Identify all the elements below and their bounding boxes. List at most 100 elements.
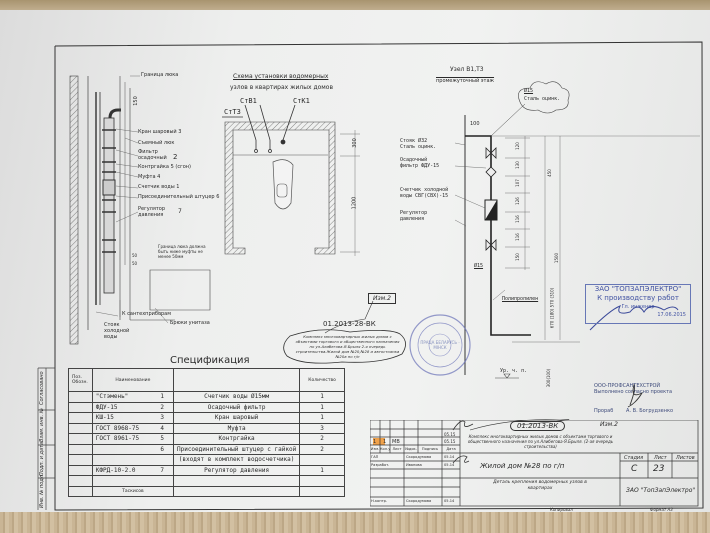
person-name-3: Скородумова [406, 499, 432, 503]
spec-row [68, 475, 345, 487]
revision-note: Комплекс многоквартирных жилых домов с о… [295, 334, 400, 359]
spec-pos: 1 [160, 393, 164, 401]
title-block-rev-mark: Изм.2 [600, 421, 618, 428]
person-name-2: Иванова [406, 463, 422, 467]
node-label-filter-2: фильтр ФДУ-15 [400, 163, 440, 169]
dim-50b: 50 [132, 261, 138, 266]
drawing-title: Деталь крепления водомерных узлов в квар… [493, 480, 587, 491]
spec-cell-blank [68, 475, 93, 487]
spec-qty: 3 [299, 422, 345, 434]
revision-cloud [283, 329, 406, 364]
spec-name: Контргайка [172, 433, 301, 445]
spec-qty: 1 [299, 401, 345, 413]
spec-pos: 4 [160, 424, 164, 432]
dim-126: 126 [514, 197, 520, 205]
spec-code-cell: КШ-15 3 [91, 412, 174, 424]
spec-code-cell: "Стэмень"1 [91, 391, 174, 403]
col-sign: Подпись [421, 447, 439, 451]
dim-1500: 1500 [554, 252, 560, 264]
pos-4: 4 [157, 174, 161, 180]
scheme-title-1: Схема установки водомерных [233, 73, 329, 80]
col-date: Дата [446, 447, 456, 451]
label-locknut: Контргайка [138, 164, 169, 170]
rev-kol: 1 [383, 439, 387, 445]
spec-name: (входят в комплект водосчетчика) [172, 454, 301, 466]
spec-code: КШ-15 [95, 414, 114, 422]
spec-name: Кран шаровый [172, 412, 301, 424]
spec-row: (входят в комплект водосчетчика) [68, 454, 345, 466]
header-qty: Количество [299, 368, 345, 392]
label-toilet-trunk: Брюки унитаза [170, 320, 210, 326]
copied-label: Копировал [550, 507, 573, 512]
spec-name: Осадочный фильтр [172, 401, 301, 413]
rev-date-2: 05.15 [444, 439, 456, 444]
label-fitting: Присоединительный штуцер [138, 194, 215, 200]
pos-1: 1 [176, 184, 180, 190]
spec-cell-blank [68, 422, 93, 434]
spec-code: ГОСТ 8968-75 [95, 424, 140, 432]
contractor-note: Выполнено согласно проекта [594, 389, 673, 395]
rev-izm: 1 [373, 439, 377, 445]
stage-value: С [631, 464, 638, 474]
label-riser: Стояк холодной воды [104, 322, 130, 340]
side-label-agreed: Согласовано [39, 371, 45, 405]
spec-name: Счетчик воды Ø15мм [172, 391, 301, 403]
spec-cell-blank [68, 412, 93, 424]
spec-qty: 2 [299, 443, 345, 455]
spec-cell-blank [68, 401, 93, 413]
col-kol: Кол.уч [380, 447, 390, 451]
pos-5: 5 [170, 164, 174, 170]
stage-label: Стадия [624, 455, 644, 461]
side-label-replaced: Взам. инв. № [39, 408, 45, 442]
foreman-role: Прораб [594, 408, 614, 414]
spec-code-cell: 6 [91, 443, 174, 455]
spec-code: КФРД-10-2.0 [95, 466, 136, 474]
person-date-3: 05.14 [444, 499, 455, 503]
label-filter: Фильтр осадочный [138, 149, 167, 161]
header-name: Наименование [91, 368, 174, 392]
sheet-label: Лист [654, 455, 667, 461]
spec-pos: 2 [160, 403, 164, 411]
object-name: Жилой дом №28 по г/п [480, 462, 565, 470]
spec-code: ГОСТ 8961-75 [95, 435, 140, 443]
revision-code: 01.2013-28-ВК [323, 320, 376, 328]
scheme-title-2: узлов в квартирах жилых домов [230, 84, 334, 91]
label-to-fixtures: К сантехприборам [122, 311, 172, 317]
meter-installation-detail [69, 75, 211, 345]
signature-approval [589, 305, 679, 331]
spec-name [172, 475, 301, 487]
riser-label-stt3: СтТ3 [224, 108, 241, 116]
node-label-meter-2: воды СВГ(СВХ)-15 [400, 193, 449, 199]
signature-foreman [627, 383, 644, 408]
person-role-3: Н.контр. [371, 499, 388, 503]
round-seal [409, 314, 471, 376]
label-hatch-border: Граница люка [141, 72, 179, 78]
person-role-1: ГАП [371, 455, 379, 459]
pos-7: 7 [178, 208, 182, 215]
approval-stamp-role: Гл. инженер [621, 304, 655, 310]
table-surface-bottom [0, 512, 710, 533]
approval-stamp-text: К производству работ [597, 294, 679, 302]
spec-code-cell [91, 454, 174, 466]
spec-code-cell [91, 475, 174, 487]
dim-130: 130 [514, 161, 520, 169]
spec-pos: 3 [160, 414, 164, 422]
label-ball-valve: Кран шаровый [138, 129, 177, 135]
sheet-frame [54, 41, 704, 511]
dim-150: 150 [132, 96, 139, 106]
spec-cell-blank [68, 391, 93, 403]
table-surface-top [0, 0, 710, 12]
header-pos: Поз. Обозн. [68, 368, 93, 392]
side-label-inventory: Инв. № подл. [39, 473, 45, 509]
pos-2: 2 [173, 153, 178, 161]
cloud-diameter: Ø15 [524, 88, 534, 94]
riser-label-stv1: СтВ1 [240, 97, 257, 105]
dim-107: 107 [514, 179, 520, 187]
dim-top-100: 100 [470, 121, 480, 127]
